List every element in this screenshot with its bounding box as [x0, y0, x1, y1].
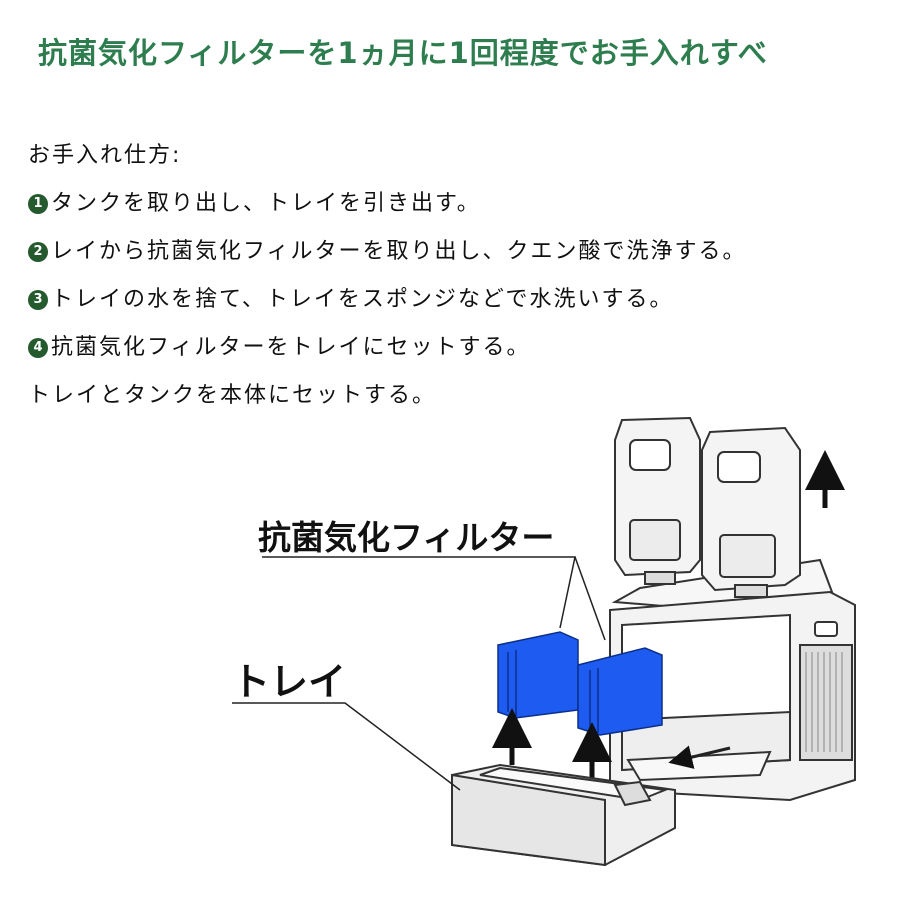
step-text: タンクを取り出し、トレイを引き出す。 — [51, 191, 481, 216]
filter-label-leader — [574, 556, 606, 641]
tray — [451, 763, 676, 867]
humidifier-diagram: 抗菌気化フィルター トレイ — [232, 416, 856, 867]
step-3: 3 トレイの水を捨て、トレイをスポンジなどで水洗いする。 — [28, 276, 747, 324]
filter-label: 抗菌気化フィルター — [258, 519, 554, 556]
final-step: トレイとタンクを本体にセットする。 — [28, 383, 437, 408]
step-number-badge: 2 — [28, 242, 48, 262]
tray-label: トレイ — [232, 662, 346, 704]
method-heading: お手入れ仕方: — [28, 143, 182, 168]
step-2: 2 レイから抗菌気化フィルターを取り出し、クエン酸で洗浄する。 — [28, 228, 747, 276]
water-tank-right — [701, 426, 801, 598]
step-1: 1 タンクを取り出し、トレイを引き出す。 — [28, 180, 747, 228]
filter-left — [497, 631, 579, 719]
step-4: 4 抗菌気化フィルターをトレイにセットする。 — [28, 324, 747, 372]
tray-label-leader — [232, 702, 461, 791]
step-text: 抗菌気化フィルターをトレイにセットする。 — [51, 335, 531, 360]
filter-label-leader — [262, 556, 576, 629]
water-tank-left — [614, 416, 701, 585]
slide-out-arrow-icon — [668, 745, 731, 769]
instructions: お手入れ仕方: 1 タンクを取り出し、トレイを引き出す。 2 レイから抗菌気化フ… — [28, 132, 747, 420]
step-text: トレイの水を捨て、トレイをスポンジなどで水洗いする。 — [51, 287, 674, 312]
step-number-badge: 4 — [28, 338, 48, 358]
step-number-badge: 3 — [28, 290, 48, 310]
step-number-badge: 1 — [28, 194, 48, 214]
filter-right — [577, 647, 663, 736]
step-text: レイから抗菌気化フィルターを取り出し、クエン酸で洗浄する。 — [51, 239, 747, 264]
page-title: 抗菌気化フィルターを1ヵ月に1回程度でお手入れすべ — [38, 36, 768, 70]
